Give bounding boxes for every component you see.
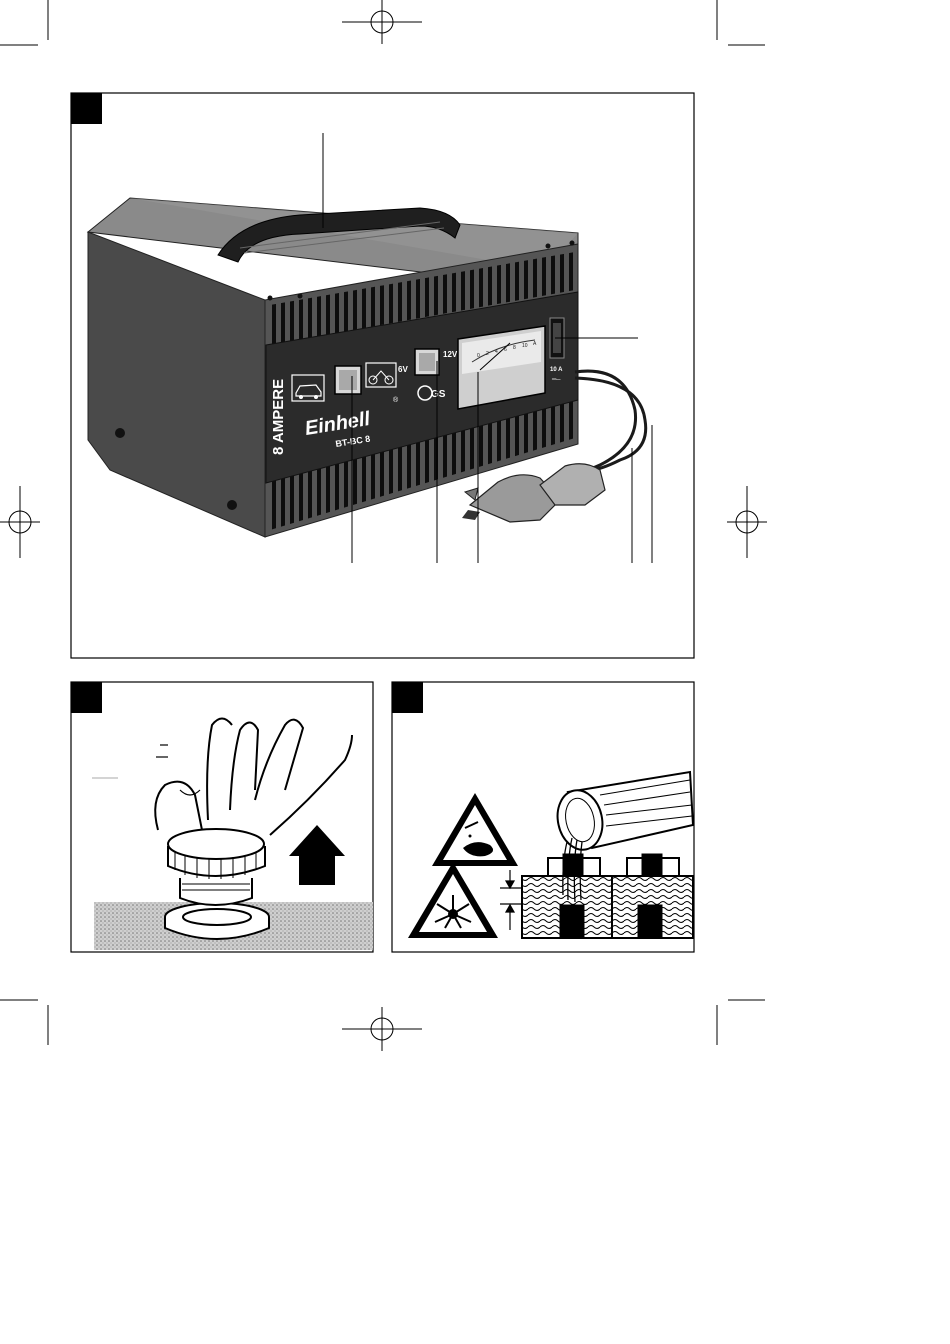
svg-text:0: 0 (477, 353, 480, 359)
voltage-switch (415, 349, 439, 375)
registration-mark-icon (0, 486, 40, 558)
voltage-label-12v: 12V (443, 350, 458, 359)
svg-text:2: 2 (486, 351, 489, 357)
figure-number-tab (71, 93, 102, 124)
svg-text:═─: ═─ (551, 377, 561, 383)
svg-text:8: 8 (513, 345, 516, 351)
figure-3-panel (392, 682, 694, 952)
crop-mark-icon (717, 0, 765, 45)
figure-number-tab (71, 682, 102, 713)
svg-text:10 A: 10 A (550, 367, 563, 373)
figure-2-panel (71, 682, 373, 952)
svg-text:10: 10 (522, 343, 528, 349)
rating-label: 8 AMPERE (270, 379, 287, 455)
mode-switch (335, 366, 361, 394)
voltage-label-6v: 6V (398, 365, 408, 374)
registration-mark-icon (342, 1007, 422, 1051)
registered-mark: ® (393, 396, 399, 404)
crop-mark-icon (0, 1000, 48, 1045)
registration-mark-icon (727, 486, 767, 558)
registration-mark-icon (342, 0, 422, 44)
figure-1-panel: 8 AMPERE 6V 12V (71, 93, 694, 658)
figure-number-tab (392, 682, 423, 713)
crop-mark-icon (0, 0, 48, 45)
crop-mark-icon (717, 1000, 765, 1045)
svg-text:GS: GS (431, 389, 446, 400)
